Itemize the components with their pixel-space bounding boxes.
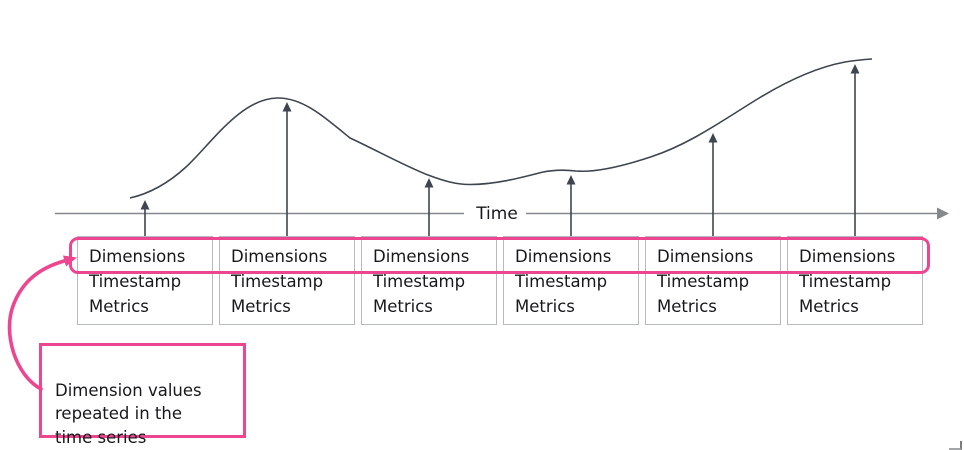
datapoint-arrow-5 <box>708 133 718 236</box>
datapoint-arrow-3 <box>424 178 434 236</box>
record-dimensions: Dimensions <box>373 247 470 266</box>
series-curve <box>129 58 873 199</box>
arrowhead-icon <box>566 175 576 185</box>
record-box-3: Dimensions Timestamp Metrics <box>361 236 497 325</box>
record-metrics: Metrics <box>515 297 575 316</box>
datapoint-arrow-4 <box>566 175 576 236</box>
record-timestamp: Timestamp <box>657 272 750 291</box>
record-timestamp: Timestamp <box>373 272 466 291</box>
record-timestamp: Timestamp <box>799 272 892 291</box>
datapoint-arrow-1 <box>140 200 150 236</box>
record-metrics: Metrics <box>373 297 433 316</box>
record-timestamp: Timestamp <box>89 272 182 291</box>
arrowhead-icon <box>140 200 150 210</box>
time-axis-label: Time <box>475 204 518 224</box>
arrowhead-icon <box>708 133 718 143</box>
arrowhead-icon <box>850 64 860 74</box>
record-dimensions: Dimensions <box>515 247 612 266</box>
record-box-6: Dimensions Timestamp Metrics <box>787 236 923 325</box>
datapoint-arrow-6 <box>850 64 860 236</box>
records-row: Dimensions Timestamp Metrics Dimensions … <box>77 236 923 325</box>
record-box-2: Dimensions Timestamp Metrics <box>219 236 355 325</box>
record-box-4: Dimensions Timestamp Metrics <box>503 236 639 325</box>
record-dimensions: Dimensions <box>231 247 328 266</box>
time-axis-arrowhead-icon <box>937 207 949 220</box>
arrowhead-icon <box>424 178 434 188</box>
record-box-5: Dimensions Timestamp Metrics <box>645 236 781 325</box>
record-metrics: Metrics <box>89 297 149 316</box>
record-metrics: Metrics <box>657 297 717 316</box>
record-dimensions: Dimensions <box>657 247 754 266</box>
annotation-callout: Dimension values repeated in the time se… <box>39 343 246 447</box>
record-timestamp: Timestamp <box>231 272 324 291</box>
datapoint-arrow-2 <box>282 102 292 236</box>
record-metrics: Metrics <box>231 297 291 316</box>
record-metrics: Metrics <box>799 297 859 316</box>
canvas-resize-artifact <box>949 441 962 450</box>
record-dimensions: Dimensions <box>89 247 186 266</box>
annotation-text: Dimension values repeated in the time se… <box>55 380 202 447</box>
arrowhead-icon <box>282 102 292 112</box>
record-dimensions: Dimensions <box>799 247 896 266</box>
record-timestamp: Timestamp <box>515 272 608 291</box>
record-box-1: Dimensions Timestamp Metrics <box>77 236 213 325</box>
